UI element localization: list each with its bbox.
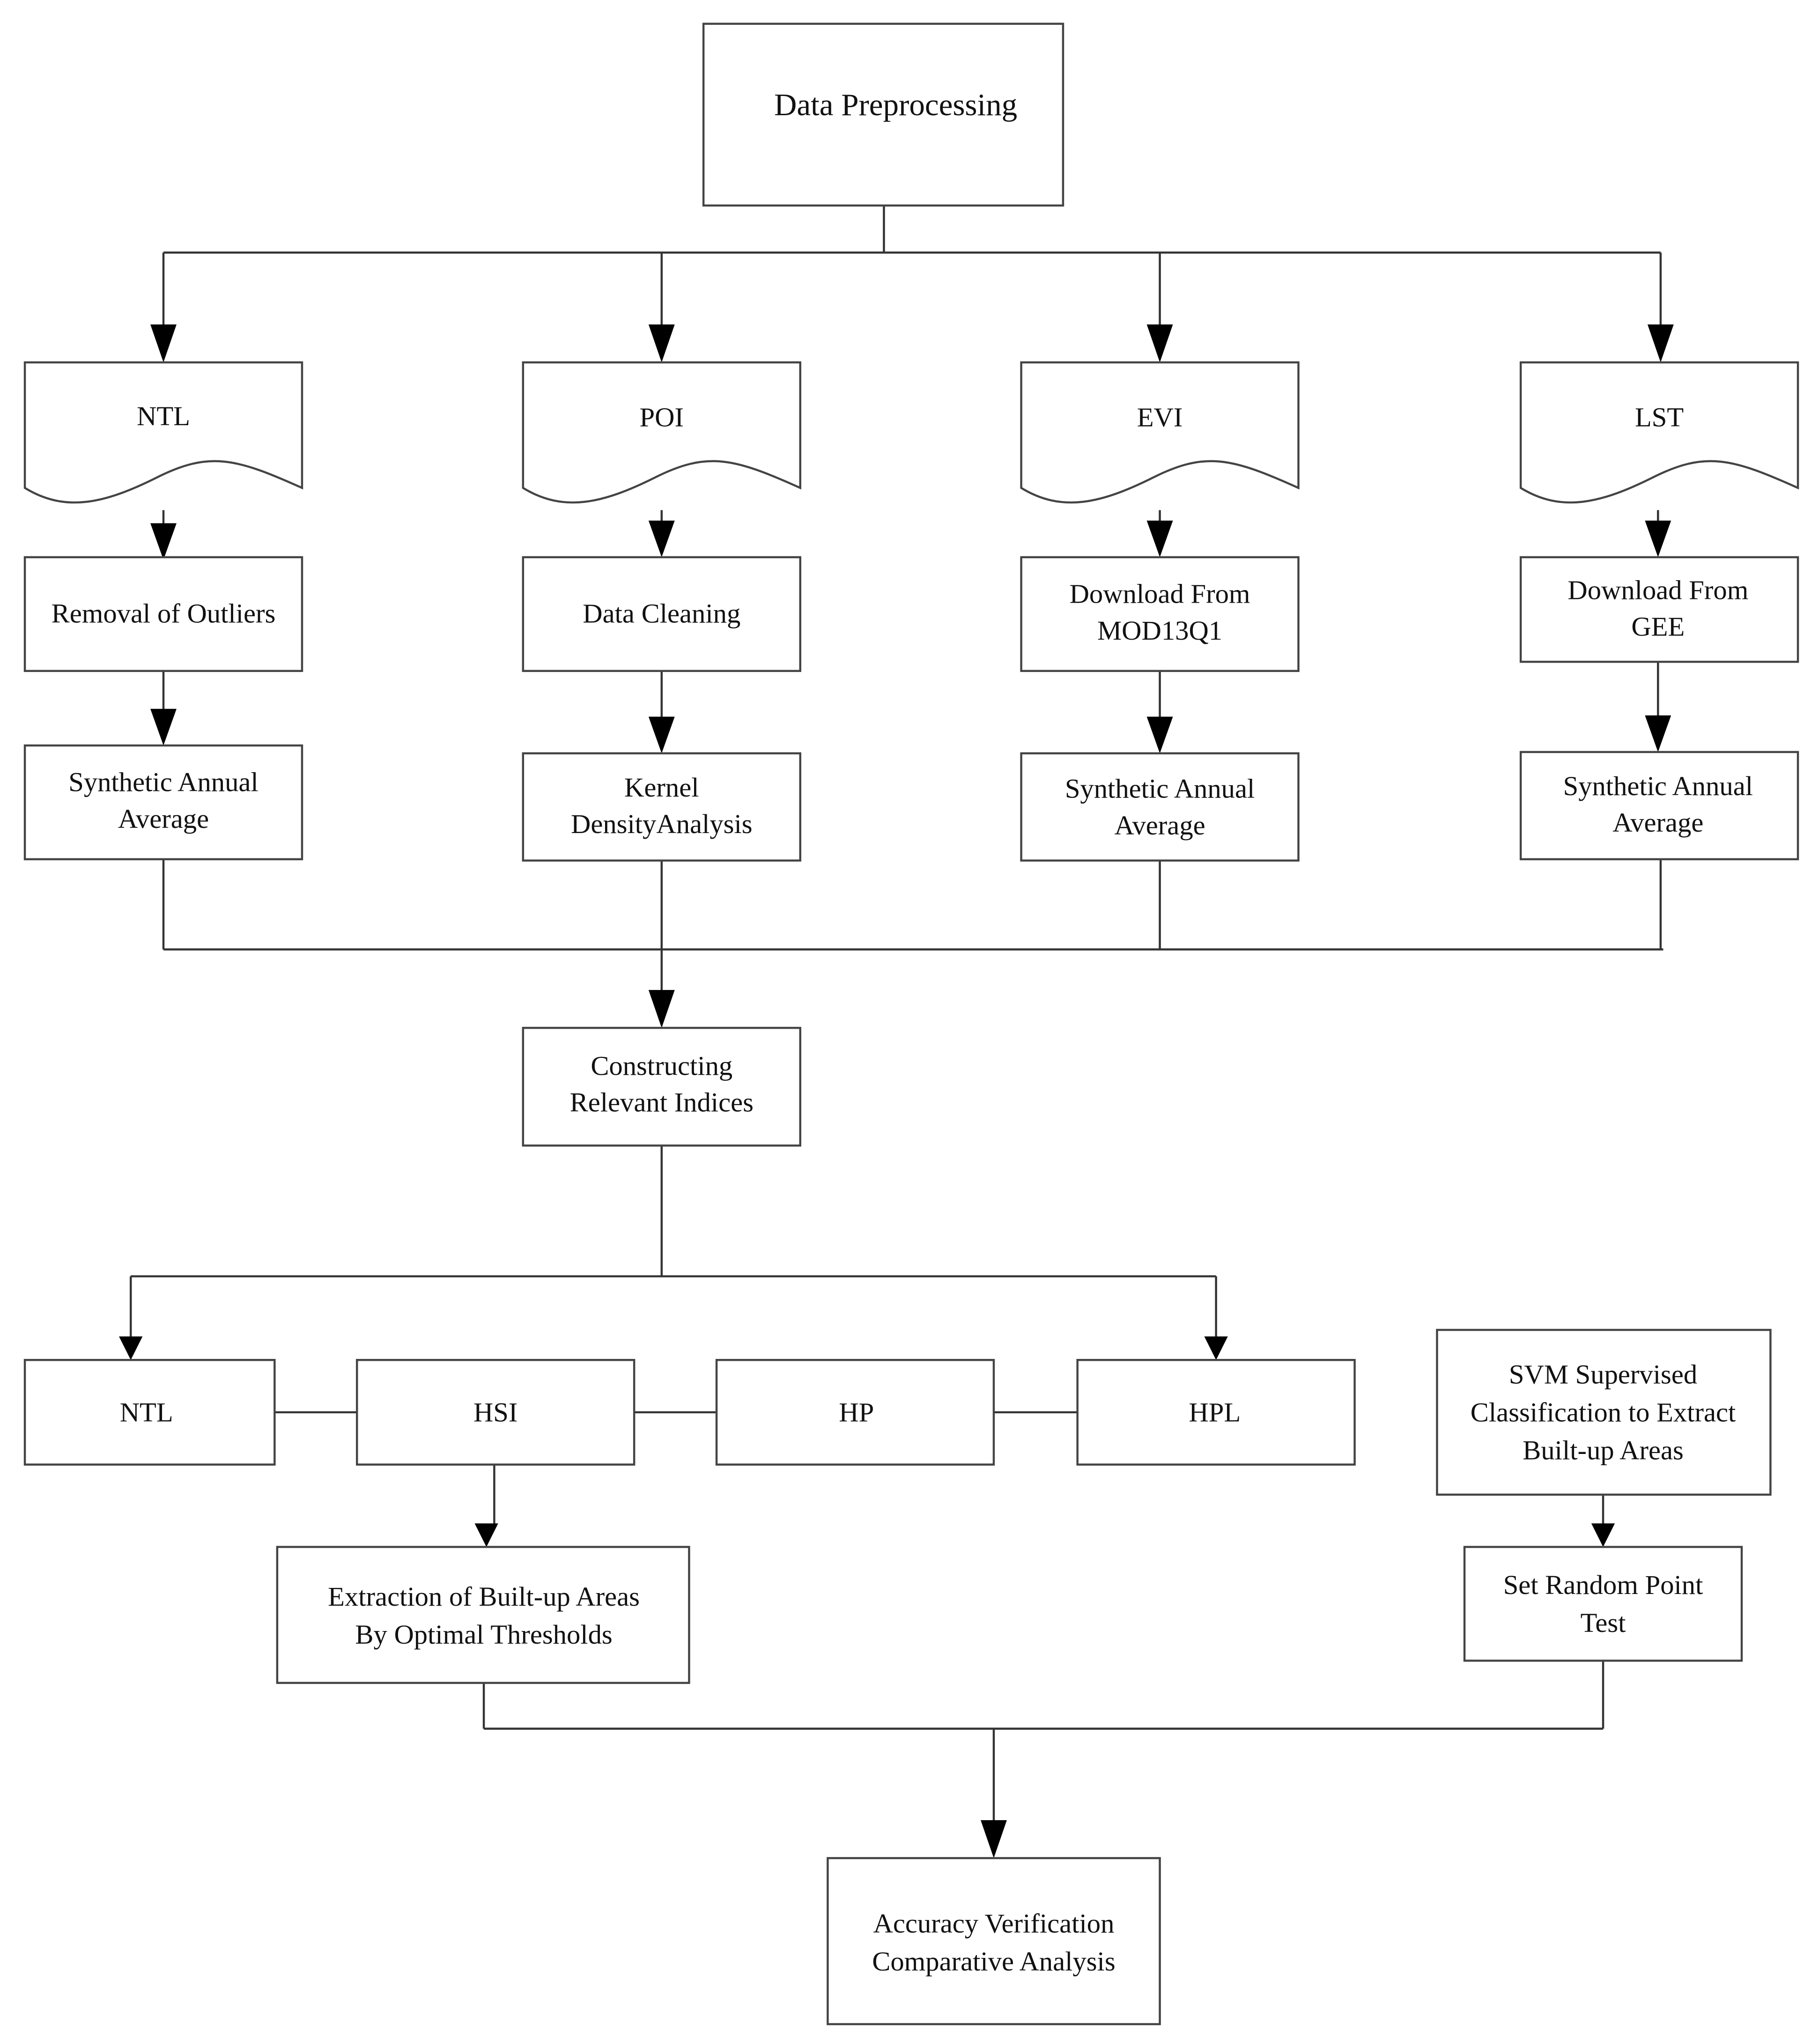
- svg-text:Data Cleaning: Data Cleaning: [583, 598, 740, 629]
- node-data-cleaning: Data Cleaning: [522, 556, 801, 672]
- node-label: Kernel: [624, 772, 699, 803]
- svg-text:HSI: HSI: [473, 1397, 517, 1427]
- node-label: MOD13Q1: [1097, 615, 1222, 646]
- node-index-hsi: HSI: [355, 1359, 636, 1466]
- node-label: By Optimal Thresholds: [355, 1619, 612, 1650]
- arrowhead: [648, 324, 675, 362]
- node-label: Average: [118, 804, 209, 834]
- document-evi: EVI: [1020, 361, 1300, 504]
- arrowheads: [119, 324, 1674, 1859]
- node-label: Set Random Point: [1503, 1570, 1703, 1600]
- svg-text:Removal of Outliers: Removal of Outliers: [52, 598, 276, 629]
- node-label: SVM Supervised: [1509, 1359, 1697, 1390]
- node-label: Comparative Analysis: [872, 1946, 1115, 1977]
- arrowhead: [648, 990, 675, 1028]
- node-label: LST: [1635, 402, 1684, 433]
- arrowhead: [1647, 324, 1674, 362]
- arrowhead: [1146, 520, 1173, 557]
- svg-text:HPL: HPL: [1189, 1397, 1241, 1427]
- node-index-ntl: NTL: [23, 1359, 276, 1466]
- node-label: Built-up Areas: [1523, 1435, 1684, 1465]
- node-label: NTL: [120, 1397, 173, 1427]
- node-label: Classification to Extract: [1471, 1397, 1736, 1427]
- arrowhead: [1591, 1523, 1615, 1547]
- node-label: Average: [1114, 810, 1205, 841]
- node-label: HP: [839, 1397, 874, 1427]
- svg-text:NTL: NTL: [120, 1397, 173, 1427]
- svg-text:HP: HP: [839, 1397, 874, 1427]
- svg-text:LST: LST: [1635, 402, 1684, 433]
- node-label: Average: [1612, 807, 1703, 838]
- svg-text:Data Preprocessing: Data Preprocessing: [774, 88, 1017, 122]
- arrowhead: [648, 520, 675, 557]
- node-label: Test: [1581, 1608, 1626, 1638]
- node-label: Extraction of Built-up Areas: [328, 1581, 640, 1612]
- node-label: Download From: [1070, 579, 1250, 609]
- node-label: Data Cleaning: [583, 598, 740, 629]
- node-label: Removal of Outliers: [52, 598, 276, 629]
- arrowhead: [150, 523, 177, 560]
- arrowhead: [648, 716, 675, 753]
- node-label: EVI: [1137, 402, 1183, 433]
- arrowhead: [119, 1336, 143, 1360]
- arrowhead: [1146, 716, 1173, 753]
- document-lst: LST: [1519, 361, 1799, 504]
- svg-text:POI: POI: [640, 402, 684, 433]
- node-label: Synthetic Annual: [1563, 771, 1753, 801]
- node-label: NTL: [137, 401, 190, 431]
- node-extraction-thresholds: Extraction of Built-up Areas By Optimal T…: [276, 1546, 690, 1684]
- arrowhead: [150, 324, 177, 362]
- node-label: Download From: [1567, 575, 1748, 605]
- arrowhead: [474, 1523, 498, 1547]
- arrowhead: [150, 708, 177, 745]
- node-label: HPL: [1189, 1397, 1241, 1427]
- node-label: GEE: [1631, 611, 1685, 642]
- svg-text:NTL: NTL: [137, 401, 190, 431]
- node-label: DensityAnalysis: [571, 809, 753, 839]
- node-label: HSI: [473, 1397, 517, 1427]
- node-label: Accuracy Verification: [873, 1908, 1115, 1939]
- document-ntl: NTL: [23, 361, 303, 504]
- arrowhead: [1204, 1336, 1228, 1360]
- node-label: Synthetic Annual: [1065, 774, 1255, 804]
- node-index-hp: HP: [715, 1359, 995, 1466]
- node-label: Data Preprocessing: [774, 88, 1017, 122]
- document-poi: POI: [522, 361, 801, 504]
- arrowhead: [1645, 715, 1671, 752]
- arrowhead: [981, 1820, 1007, 1859]
- node-data-preprocessing: Data Preprocessing: [702, 22, 1064, 207]
- node-removal-outliers: Removal of Outliers: [23, 556, 303, 672]
- arrowhead: [1146, 324, 1173, 362]
- node-label: Relevant Indices: [570, 1087, 754, 1118]
- node-label: POI: [640, 402, 684, 433]
- node-index-hpl: HPL: [1076, 1359, 1356, 1466]
- node-label: Constructing: [591, 1051, 732, 1081]
- node-label: Synthetic Annual: [68, 767, 258, 797]
- svg-text:EVI: EVI: [1137, 402, 1183, 433]
- arrowhead: [1645, 520, 1671, 557]
